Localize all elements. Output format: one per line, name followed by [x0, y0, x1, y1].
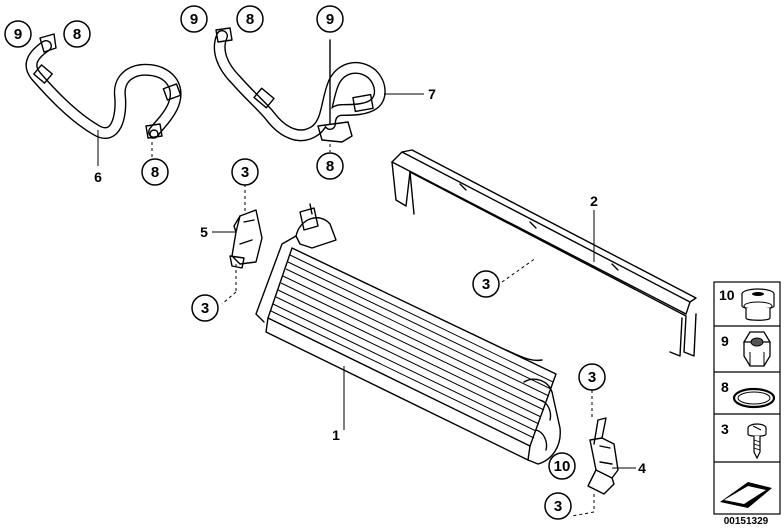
callout-3-bracket5-bottom: 3	[191, 294, 219, 322]
svg-text:10: 10	[554, 458, 571, 475]
part-label-6: 6	[94, 169, 102, 185]
screw-icon	[747, 423, 767, 460]
svg-text:8: 8	[73, 26, 81, 43]
grommet-icon	[741, 288, 775, 321]
arrow-icon	[720, 482, 772, 508]
svg-text:9: 9	[190, 11, 198, 28]
legend-item-9: 9	[721, 331, 771, 367]
svg-text:8: 8	[721, 379, 729, 395]
callout-3-bracket4-top: 3	[578, 363, 606, 391]
svg-text:3: 3	[482, 276, 490, 293]
callout-3-carrier: 3	[472, 270, 500, 298]
svg-text:3: 3	[554, 498, 562, 515]
hose-6	[25, 33, 182, 139]
bracket-5	[229, 209, 263, 269]
callout-9-middle: 9	[180, 5, 208, 33]
svg-text:3: 3	[721, 421, 729, 437]
callout-8-hose7-bottom: 8	[316, 152, 344, 180]
bracket-4	[587, 417, 619, 495]
svg-text:3: 3	[201, 300, 209, 317]
svg-text:9: 9	[14, 26, 22, 43]
part-label-4: 4	[638, 460, 646, 476]
callout-3-bracket5-top: 3	[231, 158, 259, 186]
carrier-bracket-2	[391, 149, 697, 357]
part-label-5: 5	[200, 224, 208, 240]
callout-3-bracket4-bottom: 3	[544, 492, 572, 520]
svg-text:8: 8	[151, 164, 159, 181]
leader-lines	[97, 93, 636, 517]
svg-text:8: 8	[246, 11, 254, 28]
callout-8-middle: 8	[236, 5, 264, 33]
svg-text:3: 3	[588, 369, 596, 386]
svg-text:9: 9	[326, 11, 334, 28]
oil-cooler-1	[255, 203, 561, 465]
svg-text:3: 3	[241, 164, 249, 181]
reference-number: 00151329	[724, 516, 769, 527]
legend-item-8: 8	[721, 379, 776, 409]
callout-9-right: 9	[316, 5, 344, 33]
callout-10: 10	[548, 452, 576, 480]
svg-text:8: 8	[326, 158, 334, 175]
part-label-7: 7	[428, 86, 436, 102]
o-ring-icon	[732, 387, 776, 409]
callout-8-left: 8	[63, 20, 91, 48]
part-label-1: 1	[332, 427, 340, 443]
hex-nut-icon	[743, 331, 771, 367]
legend-item-3: 3	[721, 421, 767, 460]
svg-text:9: 9	[721, 333, 729, 349]
cooler-fins	[270, 254, 554, 439]
callout-9-left: 9	[4, 20, 32, 48]
legend-item-10: 10	[719, 287, 775, 321]
svg-text:10: 10	[719, 287, 735, 303]
part-label-2: 2	[590, 193, 598, 209]
callout-8-hose6-bottom: 8	[141, 158, 169, 186]
legend-panel: 10 9 8	[713, 281, 781, 515]
hose-7	[213, 27, 386, 143]
